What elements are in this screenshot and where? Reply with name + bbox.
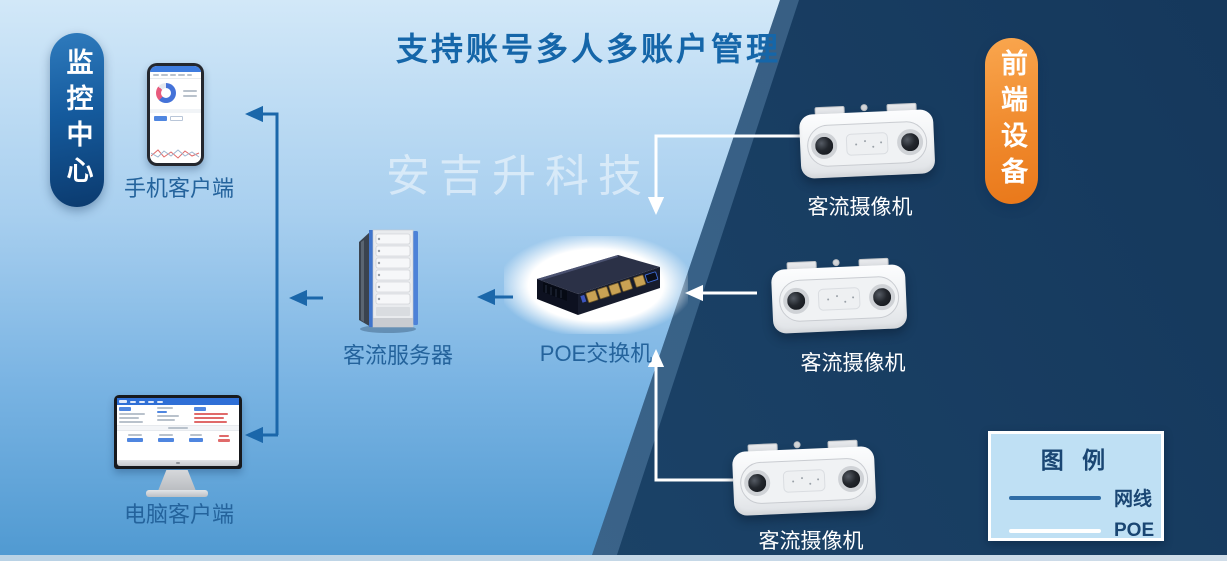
phone-screen — [150, 66, 201, 163]
camera-3-label: 客流摄像机 — [758, 530, 864, 553]
poe-line-label: POE — [1114, 520, 1155, 541]
phone-donut-chart — [150, 79, 201, 107]
monitor-stand — [158, 470, 196, 491]
legend-row-poe: POE — [1009, 520, 1161, 542]
phone-label: 手机客户端 — [123, 176, 234, 201]
monitor-chin — [117, 460, 239, 466]
server-label: 客流服务器 — [342, 343, 453, 368]
poe-switch-label: POE交换机 — [539, 341, 653, 366]
pc-label: 电脑客户端 — [123, 502, 234, 527]
front-end-devices-badge: 前端设备 — [985, 38, 1038, 204]
poe-line-sample — [1009, 529, 1101, 533]
front-end-devices-badge-label: 前端设备 — [997, 49, 1027, 193]
phone-statusbar — [150, 66, 201, 72]
line-server-to-phone — [245, 105, 279, 435]
camera-1-illustration — [798, 102, 936, 179]
network-line-label: 网线 — [1114, 489, 1153, 510]
monitoring-center-badge-label: 监控中心 — [62, 48, 93, 192]
bottom-edge-strip — [0, 555, 1227, 561]
monitoring-center-badge: 监控中心 — [50, 33, 104, 207]
camera-2-label: 客流摄像机 — [800, 352, 906, 375]
dashboard-band — [117, 425, 239, 431]
dashboard-stats — [117, 431, 239, 445]
dashboard-panels — [117, 405, 239, 425]
server-illustration — [355, 227, 421, 340]
phone-nav-row — [150, 72, 201, 79]
donut-chart — [156, 83, 176, 103]
phone-line-chart — [151, 149, 200, 159]
legend-row-network: 网线 — [1009, 484, 1161, 511]
network-line-sample — [1009, 495, 1101, 500]
pc-illustration — [114, 395, 242, 469]
camera-2-illustration — [770, 257, 908, 334]
phone-buttons — [150, 115, 201, 122]
monitor-frame — [114, 395, 242, 469]
legend-title: 图 例 — [1040, 447, 1112, 473]
legend-box: 图 例 网线 POE — [988, 431, 1164, 541]
poe-switch-illustration — [523, 246, 665, 329]
camera-1-label: 客流摄像机 — [807, 196, 913, 219]
monitor-base — [146, 490, 208, 497]
monitor-screen — [117, 398, 239, 460]
watermark-text: 安吉升科技 — [386, 152, 651, 201]
page-title: 支持账号多人多账户管理 — [396, 31, 782, 67]
phone-illustration — [147, 63, 204, 166]
dashboard-navbar — [117, 398, 239, 405]
camera-3-illustration — [731, 439, 877, 517]
